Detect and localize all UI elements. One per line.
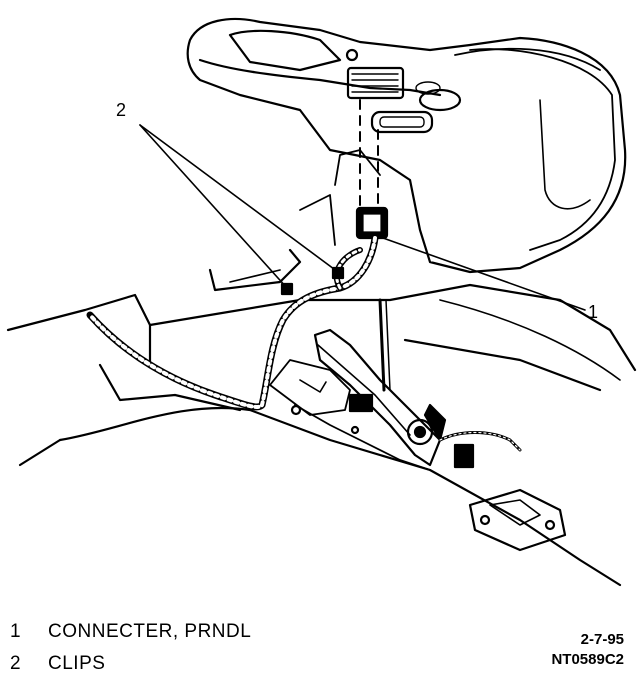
figure-date: 2-7-95 [580, 631, 624, 648]
floor-tunnel [6, 248, 637, 587]
legend-label: CONNECTER, PRNDL [48, 621, 252, 642]
callout-clips: 2 [116, 100, 127, 120]
figure-code: NT0589C2 [551, 651, 624, 668]
legend-label: CLIPS [48, 653, 106, 674]
clips [280, 266, 345, 296]
figure-id-block: 2-7-95 NT0589C2 [551, 630, 624, 670]
shifter-base-bracket [468, 488, 567, 552]
prndl-connector [355, 206, 389, 240]
legend-number: 1 [10, 621, 22, 642]
console-shifter-diagram [6, 17, 637, 587]
callout-connecter: 1 [588, 302, 599, 322]
shifter-assembly [269, 298, 522, 471]
wiring-harness [86, 234, 379, 411]
legend-row: 1 CONNECTER, PRNDL [10, 616, 251, 648]
alignment-leaders [359, 99, 379, 211]
leader-lines [139, 124, 586, 311]
legend: 1 CONNECTER, PRNDL 2 CLIPS [10, 616, 251, 680]
floor-console [186, 17, 627, 274]
legend-number: 2 [10, 653, 22, 674]
legend-row: 2 CLIPS [10, 648, 251, 680]
